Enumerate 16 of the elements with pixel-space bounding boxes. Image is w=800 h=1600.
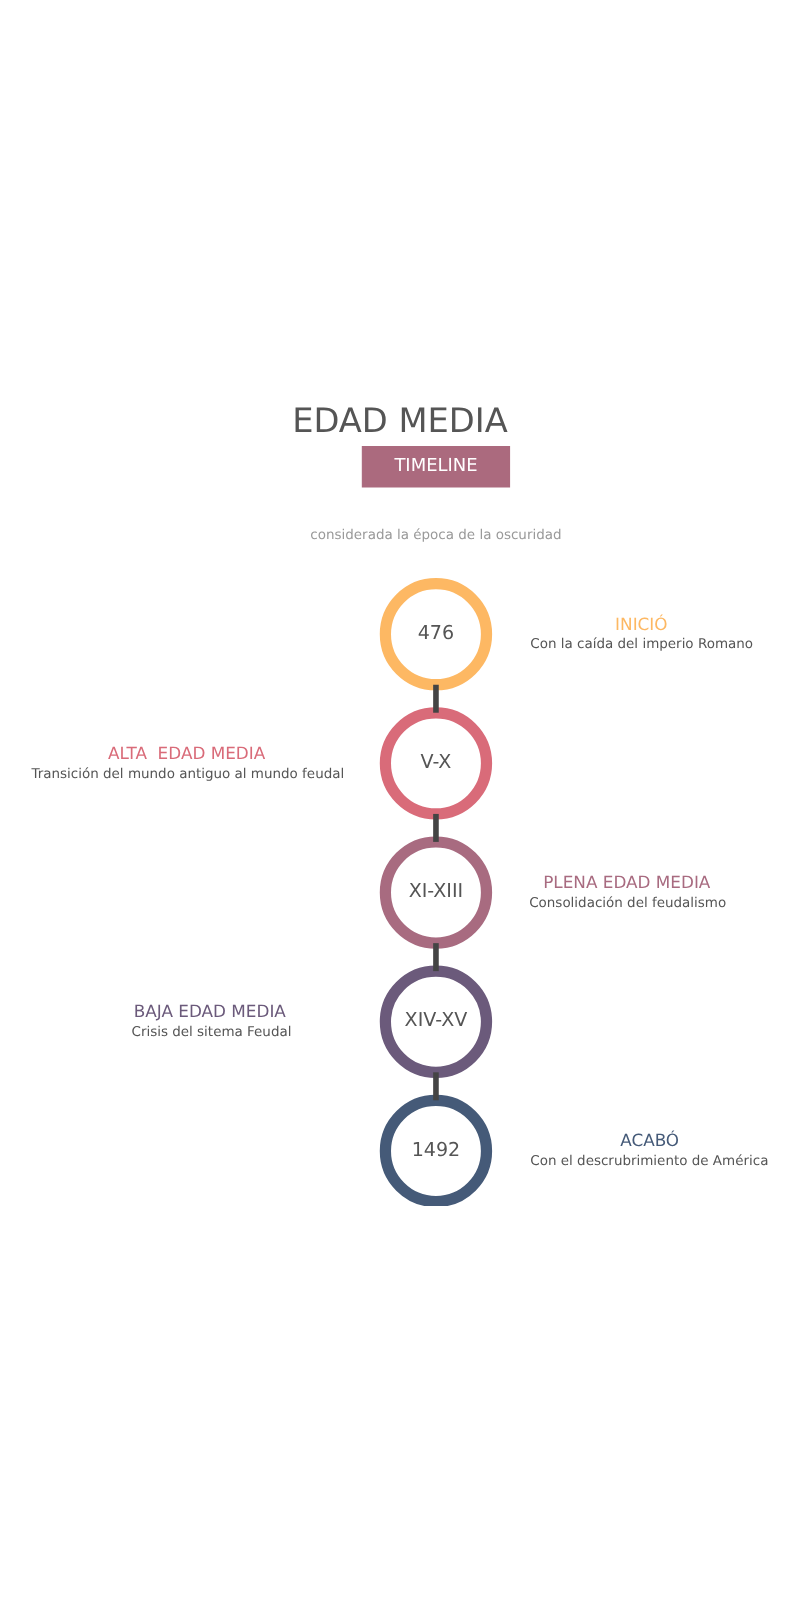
node-circle: XIV-XV [379, 964, 493, 1077]
node-label: PLENA EDAD MEDIA [543, 871, 711, 892]
node-circle: V-X [379, 706, 493, 819]
node-circle: XI-XIII [379, 835, 493, 948]
connector [433, 942, 439, 971]
node-label: ALTA EDAD MEDIA [107, 741, 266, 762]
connector [433, 1071, 439, 1100]
node-label: INICIÓ [615, 612, 668, 633]
node-box: TIMELINE [361, 445, 511, 487]
diagram-title: EDAD MEDIA [292, 398, 508, 439]
node-circle: 1492 [379, 1093, 493, 1205]
node-label: ACABÓ [620, 1129, 680, 1150]
connector [433, 812, 439, 841]
node-label: BAJA EDAD MEDIA [133, 1000, 286, 1021]
connector [433, 683, 439, 712]
node-circle: 476 [379, 577, 493, 690]
